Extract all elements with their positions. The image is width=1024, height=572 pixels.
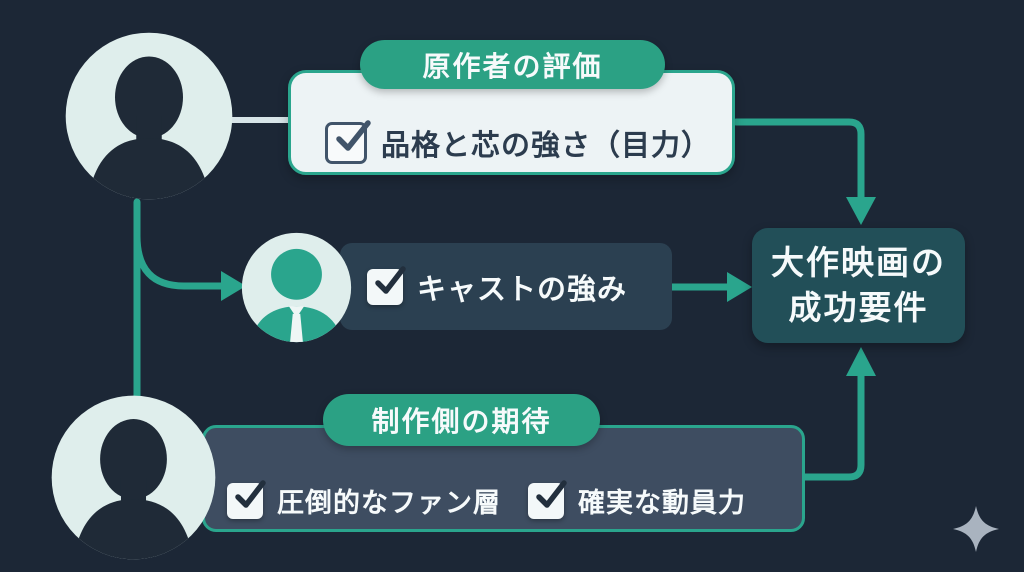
result-line2: 成功要件 — [788, 288, 929, 326]
person-silhouette-icon — [73, 419, 194, 560]
cast-item-label: キャストの強み — [417, 273, 628, 306]
cast-to-result-arrowhead — [727, 272, 752, 302]
production-badge: 制作側の期待 — [323, 394, 600, 446]
checkbox-checked-icon — [367, 265, 406, 305]
checkbox-checked-icon — [528, 479, 567, 519]
production-panel: 圧倒的なファン層 確実な動員力 — [202, 425, 805, 532]
author-to-result-arrowhead — [846, 197, 876, 225]
author-badge: 原作者の評価 — [360, 40, 665, 89]
person-silhouette-icon — [87, 56, 211, 200]
author-check-row: 品格と芯の強さ（目力） — [325, 119, 712, 164]
production-check-row-2: 確実な動員力 — [528, 479, 746, 520]
branch-to-cast-arrow-line — [133, 232, 225, 290]
result-box: 大作映画の 成功要件 — [752, 228, 965, 343]
person-tie-icon — [250, 248, 343, 343]
production-item-label-2: 確実な動員力 — [578, 488, 746, 518]
production-check-row-1: 圧倒的なファン層 — [227, 479, 501, 520]
checkbox-checked-icon — [227, 479, 266, 519]
branch-to-cast-arrowhead — [221, 271, 246, 301]
result-line1: 大作映画の — [771, 243, 946, 281]
sparkle-icon — [953, 506, 999, 552]
production-to-result-arrowhead — [846, 347, 876, 376]
cast-avatar — [240, 231, 353, 344]
cast-check-row: キャストの強み — [367, 265, 628, 308]
cast-panel: キャストの強み — [340, 243, 672, 330]
production-to-result-arrow-line — [799, 369, 865, 481]
author-item-label: 品格と芯の強さ（目力） — [381, 129, 712, 162]
production-avatar — [50, 394, 217, 561]
production-item-label-1: 圧倒的なファン層 — [277, 488, 501, 518]
author-to-result-arrow-line — [732, 118, 865, 204]
author-avatar — [64, 31, 234, 201]
checkbox-checked-icon — [325, 119, 371, 164]
